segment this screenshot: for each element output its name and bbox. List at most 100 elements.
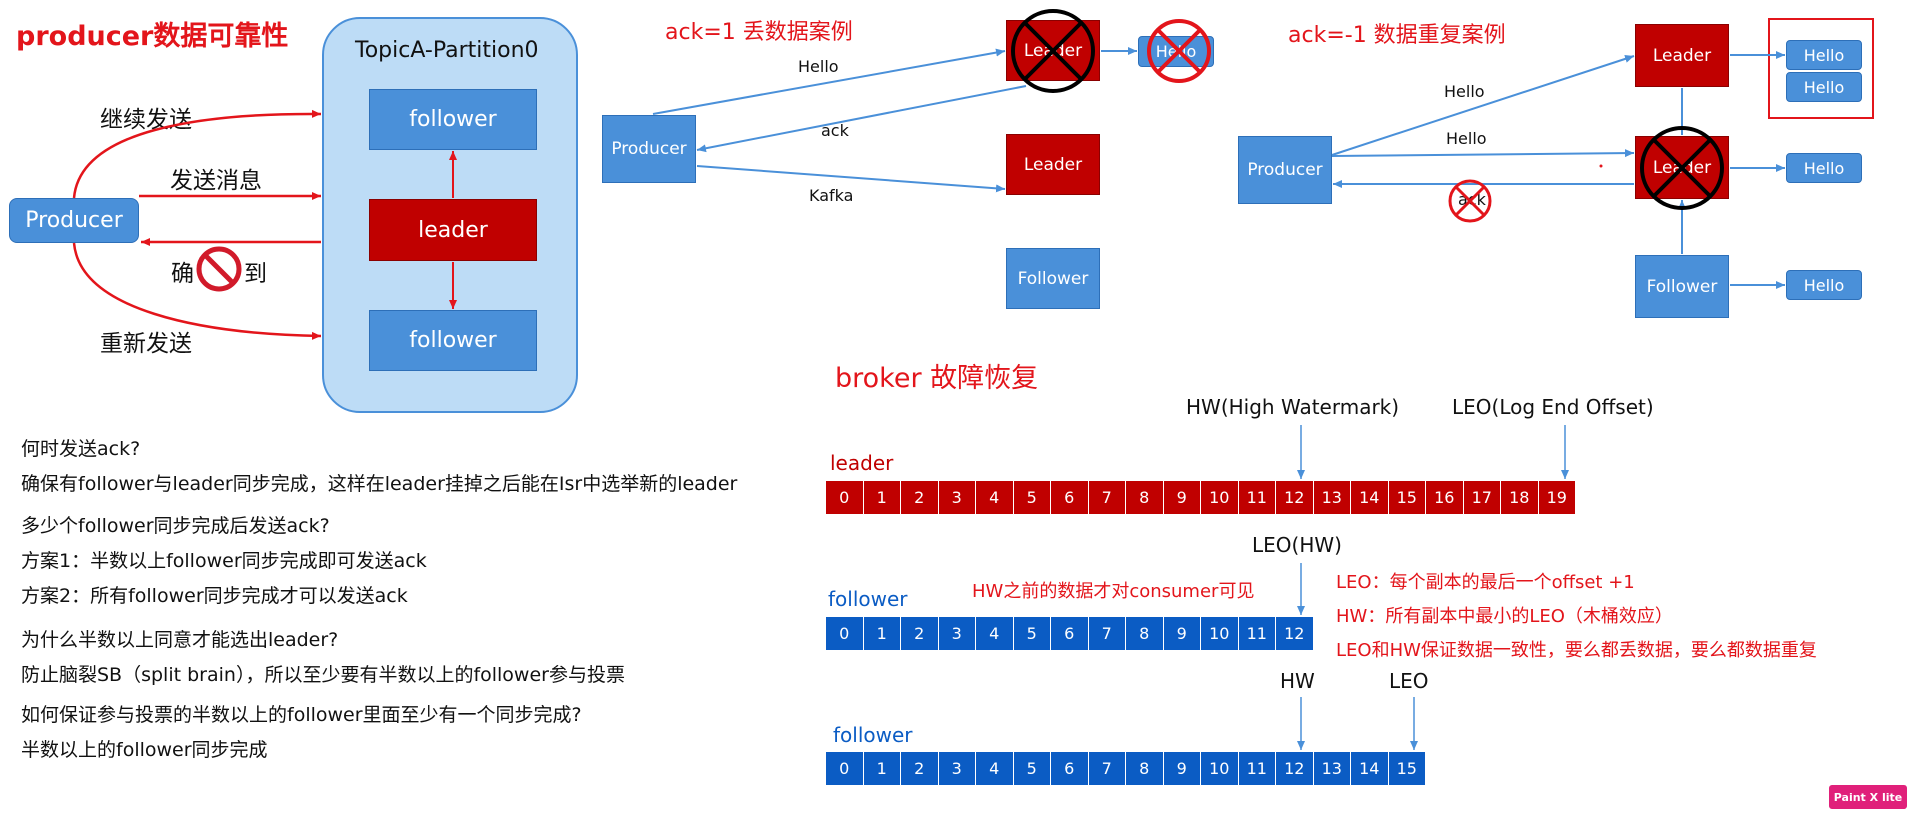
log-cell: 6 [1051,752,1089,785]
ackm1-hello-box: Hello [1786,153,1862,183]
ack1-producer: Producer [602,115,696,183]
ackm1-label-hello-2: Hello [1446,129,1487,148]
follower-label: follower [409,107,497,132]
arrow-label-resend: 重新发送 [100,331,192,357]
log-cell: 6 [1051,481,1089,514]
note-line: 防止脑裂SB（split brain），所以至少要有半数以上的follower参… [21,664,625,686]
log-cell: 8 [1126,481,1164,514]
log-cell: 15 [1388,481,1426,514]
def-consistency: LEO和HW保证数据一致性，要么都丢数据，要么都数据重复 [1336,640,1817,661]
arrow-resend [72,242,322,340]
hello-label: Hello [1803,45,1845,65]
ack1-label-ack: ack [821,121,849,140]
hello-label: Hello [1803,158,1845,178]
arrow-label-confirm-a: 确 [171,261,194,287]
log-cell: 12 [1276,617,1314,650]
note-line: 何时发送ack? [21,438,141,460]
log-cell: 11 [1238,752,1276,785]
arrow-label-send: 发送消息 [170,168,262,194]
follower-label: follower [409,328,497,353]
follower2-log-label: follower [833,723,913,747]
producer-label: Producer [611,139,687,159]
log-cell: 9 [1163,617,1201,650]
follower-label: Follower [1646,276,1718,297]
log-cell: 1 [863,617,901,650]
log-cell: 0 [826,617,864,650]
log-cell: 7 [1088,752,1126,785]
ack1-leader: Leader [1006,134,1100,195]
log-cell: 9 [1163,752,1201,785]
red-dot [1599,164,1603,168]
leader-label: leader [418,217,488,243]
ack1-label-kafka: Kafka [809,186,854,205]
note-line: 如何保证参与投票的半数以上的follower里面至少有一个同步完成? [21,704,582,726]
partition-title: TopicA-Partition0 [355,38,539,63]
follower-label: Follower [1017,268,1089,289]
log-cell: 13 [1313,481,1351,514]
ackm1-arrow-hello-mid [1331,149,1635,158]
left-producer: Producer [9,198,139,243]
arrow-label-continue: 继续发送 [100,107,192,133]
log-cell: 5 [1013,481,1051,514]
section-title-ack1: ack=1 丢数据案例 [665,20,853,45]
leader-log-label: leader [830,451,894,475]
def-hw: HW：所有副本中最小的LEO（木桶效应） [1336,606,1673,627]
log-cell: 3 [938,481,976,514]
partition-leader: leader [369,199,537,261]
log-cell: 17 [1463,481,1501,514]
log-cell: 14 [1351,481,1389,514]
log-cell: 10 [1201,617,1239,650]
log-cell: 11 [1238,617,1276,650]
note-line: 确保有follower与leader同步完成，这样在leader挂掉之后能在Is… [21,473,738,495]
leo-label: LEO(Log End Offset) [1452,395,1654,419]
log-cell: 0 [826,481,864,514]
section-title-broker: broker 故障恢复 [835,363,1039,394]
ack1-label-hello: Hello [798,57,839,76]
log-cell: 14 [1351,752,1389,785]
log-cell: 10 [1201,752,1239,785]
leo-hw-label: LEO(HW) [1252,533,1342,557]
log-cell: 12 [1276,481,1314,514]
section-title-ack-minus1: ack=-1 数据重复案例 [1288,23,1506,48]
note-line: 为什么半数以上同意才能选出leader? [21,629,339,651]
ackm1-arrow-hello-top [1331,55,1635,156]
partition-follower-bottom: follower [369,310,537,371]
cross-hello-icon [1147,19,1211,83]
ackm1-producer: Producer [1238,136,1332,204]
log-cell: 4 [976,617,1014,650]
log-cell: 8 [1126,617,1164,650]
partition-follower-top: follower [369,89,537,150]
log-cell: 1 [863,481,901,514]
log-cell: 5 [1013,617,1051,650]
ackm1-follower: Follower [1635,255,1729,318]
log-cell: 15 [1388,752,1426,785]
arrow-label-confirm-b: 到 [244,261,267,287]
log-cell: 18 [1501,481,1539,514]
ack1-arrow-kafka [696,165,1006,193]
log-cell: 3 [938,752,976,785]
watermark-label: Paint X lite [1833,790,1903,804]
ack1-arrow-hello [652,48,1006,115]
log-cell: 12 [1276,752,1314,785]
ackm1-label-hello-1: Hello [1444,82,1485,101]
ackm1-leader-top: Leader [1635,24,1729,87]
cross-leader-icon [1011,9,1095,93]
log-cell: 9 [1163,481,1201,514]
def-leo: LEO：每个副本的最后一个offset +1 [1336,572,1635,593]
log-cell: 13 [1313,752,1351,785]
log-cell: 16 [1426,481,1464,514]
log-cell: 2 [901,617,939,650]
cross-leader-icon [1640,126,1724,210]
hw-label: HW(High Watermark) [1186,395,1400,419]
log-cell: 0 [826,752,864,785]
leader-label: Leader [1652,45,1712,66]
ackm1-hello-box: Hello [1786,72,1862,102]
log-cell: 7 [1088,617,1126,650]
note-line: 多少个follower同步完成后发送ack? [21,515,330,537]
log-cell: 7 [1088,481,1126,514]
ack1-leader-crossed: Leader [1006,20,1100,81]
log-cell: 3 [938,617,976,650]
log-cell: 19 [1538,481,1576,514]
